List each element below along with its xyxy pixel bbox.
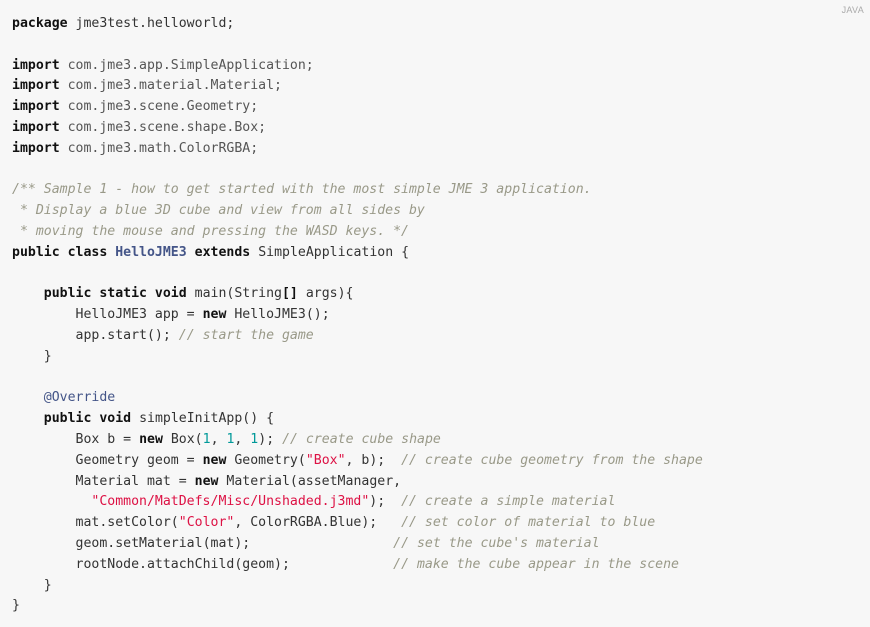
doc-comment-line: /** Sample 1 - how to get started with t…	[12, 182, 592, 198]
code-line: HelloJME3 app = new HelloJME3();	[75, 307, 330, 323]
code-line: geom.setMaterial(mat); // set the cube's…	[75, 535, 600, 551]
code-line-import: import com.jme3.material.Material;	[12, 78, 282, 94]
code-line-package: package jme3test.helloworld;	[12, 16, 235, 31]
code-line-import: import com.jme3.scene.shape.Box;	[12, 119, 267, 135]
code-line: Material mat = new Material(assetManager…	[75, 473, 402, 489]
code-line: Box b = new Box(1, 1, 1); // create cube…	[75, 431, 441, 447]
code-line-import: import com.jme3.math.ColorRGBA;	[12, 140, 259, 156]
code-line: }	[43, 348, 52, 364]
code-line: rootNode.attachChild(geom); // make the …	[75, 556, 679, 572]
code-line: app.start(); // start the game	[75, 327, 314, 343]
code-block: package jme3test.helloworld; import com.…	[12, 14, 703, 617]
code-line-import: import com.jme3.scene.Geometry;	[12, 99, 259, 115]
code-line: Geometry geom = new Geometry("Box", b); …	[75, 452, 703, 468]
code-line-init-sig: public void simpleInitApp() {	[43, 411, 275, 427]
code-line: "Common/MatDefs/Misc/Unshaded.j3md"); //…	[91, 494, 616, 510]
doc-comment-line: * moving the mouse and pressing the WASD…	[12, 223, 409, 239]
code-line-import: import com.jme3.app.SimpleApplication;	[12, 57, 314, 73]
language-label: JAVA	[841, 5, 864, 15]
code-line: mat.setColor("Color", ColorRGBA.Blue); /…	[75, 515, 656, 531]
code-line: }	[12, 598, 20, 614]
code-line: }	[43, 577, 52, 593]
doc-comment-line: * Display a blue 3D cube and view from a…	[12, 203, 425, 219]
class-name: HelloJME3	[115, 244, 187, 260]
code-line-main-sig: public static void main(String[] args){	[43, 286, 354, 302]
code-line-class-decl: public class HelloJME3 extends SimpleApp…	[12, 244, 410, 260]
code-line-annotation: @Override	[43, 390, 116, 406]
